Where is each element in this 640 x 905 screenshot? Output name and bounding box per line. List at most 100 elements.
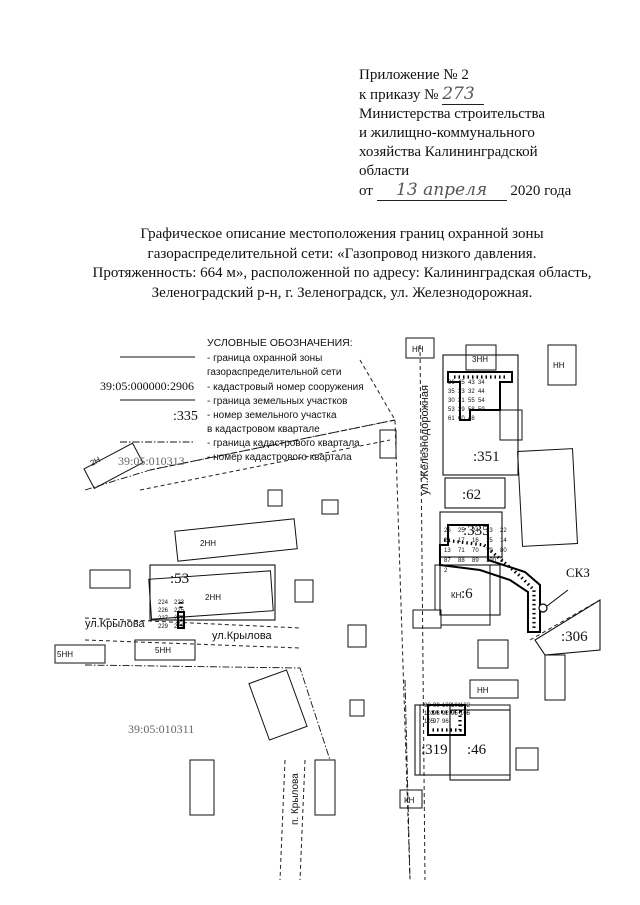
building xyxy=(399,789,423,809)
building xyxy=(83,442,144,490)
plot-number: :62 xyxy=(462,487,481,503)
order-number: 273 xyxy=(442,85,485,105)
point-number: 80 xyxy=(500,548,507,554)
legend-symbol-quarter-number: 39:05:010313 xyxy=(118,454,185,468)
road-edge xyxy=(84,639,301,649)
legend-item: - кадастровый номер сооружения xyxy=(207,382,364,393)
point-number: 224 xyxy=(158,600,169,606)
point-number: 100 xyxy=(442,703,453,709)
point-number: 99 xyxy=(433,703,440,709)
heading-line-1: Графическое описание местоположения гран… xyxy=(140,226,544,242)
building-label: НН xyxy=(412,345,424,354)
building xyxy=(134,639,196,661)
plot-boundary xyxy=(534,599,601,656)
point-number: 95 xyxy=(451,711,458,717)
building xyxy=(54,644,106,664)
plot-number: :306 xyxy=(561,629,588,645)
point-number: 70 xyxy=(472,548,479,554)
skz-marker xyxy=(538,603,548,613)
roads xyxy=(84,344,601,881)
building xyxy=(294,579,314,603)
point-number: 2 xyxy=(444,568,448,574)
point-number: 93 xyxy=(433,711,440,717)
point-number: 101 xyxy=(451,703,462,709)
gas-pipeline xyxy=(177,371,569,736)
point-number: 223 xyxy=(174,600,185,606)
point-number: 190 xyxy=(486,558,497,564)
building-label: 2НН xyxy=(205,593,221,602)
point-number: 35 xyxy=(448,389,455,395)
plot-boundary xyxy=(442,354,519,476)
road-edge xyxy=(84,617,301,629)
building-label: 5НН xyxy=(57,650,73,659)
point-number: 33 xyxy=(458,389,465,395)
protection-zone-north xyxy=(447,371,513,421)
point-number: 60 xyxy=(458,416,465,422)
legend-item: - граница охранной зоны xyxy=(207,353,322,364)
building xyxy=(544,654,566,701)
plot-boundary xyxy=(439,511,503,558)
point-number: 227 xyxy=(158,616,169,622)
road-edge xyxy=(139,439,391,491)
point-number: 45 xyxy=(458,380,465,386)
street-label-zheleznodorozhnaya: ул.Железнодорожная xyxy=(419,385,431,495)
heading-line-3: Протяженность: 664 м», расположенной по … xyxy=(92,265,592,281)
legend-item: - граница земельных участков xyxy=(207,396,347,407)
building-label: 5НН xyxy=(155,646,171,655)
date-line: от 13 апреля 2020 года xyxy=(359,181,609,201)
point-number: 25 xyxy=(458,528,465,534)
quarter-boundary xyxy=(84,419,396,491)
building xyxy=(248,669,308,741)
skz-label: СКЗ xyxy=(566,565,590,580)
point-number: 226 xyxy=(158,608,169,614)
point-number: 102 xyxy=(460,703,471,709)
road-edge xyxy=(359,359,411,881)
road-edge xyxy=(279,759,286,881)
plot-number: :351 xyxy=(473,449,500,465)
point-number: 36 xyxy=(448,380,455,386)
ministry-line-3: хозяйства Калининградской xyxy=(359,144,538,160)
legend-item: - номер земельного участка xyxy=(207,410,337,421)
point-number: 48 xyxy=(468,416,475,422)
point-number: 55 xyxy=(468,398,475,404)
point-number: 26 xyxy=(444,528,451,534)
point-number: 30 xyxy=(448,398,455,404)
legend-symbol-structure: 39:05:000000:2906 xyxy=(100,379,194,393)
order-prefix: к приказу № xyxy=(359,87,439,103)
point-number: 44 xyxy=(478,389,485,395)
building xyxy=(189,759,215,816)
point-number: 34 xyxy=(478,380,485,386)
point-number: 222 xyxy=(174,624,185,630)
quarter-boundary xyxy=(404,679,411,881)
building xyxy=(412,609,442,629)
date-suffix: 2020 года xyxy=(510,183,572,199)
building xyxy=(469,679,519,699)
point-number: 97 xyxy=(433,719,440,725)
road-edge xyxy=(419,344,426,881)
quarter-boundary xyxy=(84,664,331,761)
plot-number: :46 xyxy=(467,742,487,758)
legend-item: в кадастровом квартале xyxy=(207,424,320,435)
plot-number: :319 xyxy=(421,742,448,758)
building xyxy=(517,448,578,547)
building xyxy=(347,624,367,648)
point-number: 228 xyxy=(174,616,185,622)
approval-block: Приложение № 2 к приказу № 273 Министерс… xyxy=(359,66,609,201)
building-label: КН xyxy=(404,796,415,805)
building-label: 2Н xyxy=(89,455,102,468)
building xyxy=(267,489,283,507)
point-number: 24 xyxy=(472,528,479,534)
plot-boundaries xyxy=(149,354,601,781)
legend-item: - номер кадастрового квартала xyxy=(207,452,352,463)
point-number: 59 xyxy=(478,407,485,413)
legend-title: УСЛОВНЫЕ ОБОЗНАЧЕНИЯ: xyxy=(207,337,353,349)
order-line: к приказу № 273 xyxy=(359,85,609,105)
building xyxy=(547,344,577,386)
building xyxy=(174,518,298,562)
point-number: 32 xyxy=(468,389,475,395)
building xyxy=(349,699,365,717)
